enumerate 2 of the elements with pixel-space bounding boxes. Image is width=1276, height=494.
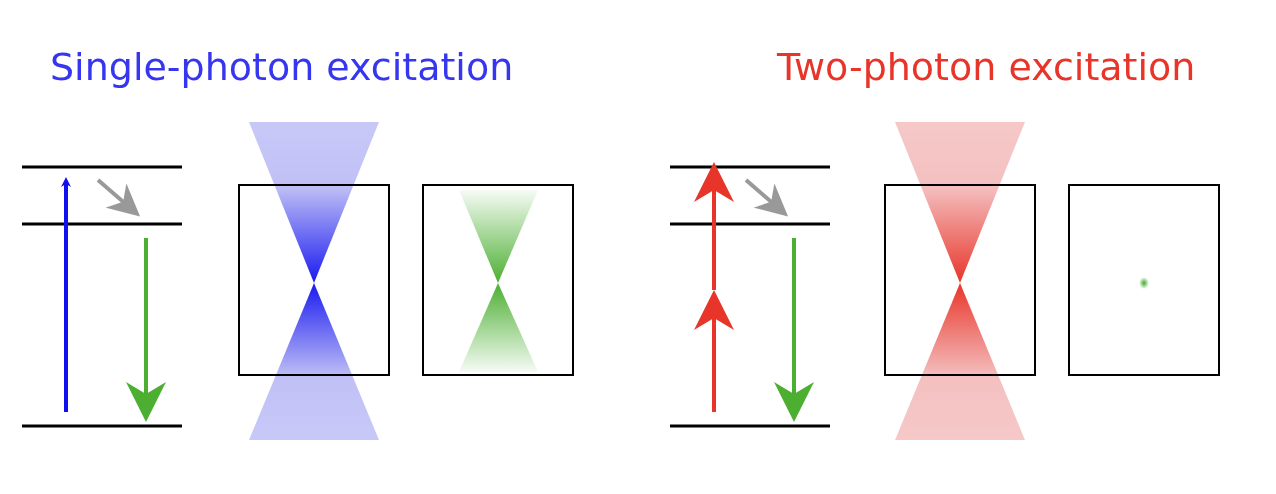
panel-heading: Single-photon excitation bbox=[50, 48, 514, 86]
panel-heading: Two-photon excitation bbox=[777, 48, 1196, 86]
